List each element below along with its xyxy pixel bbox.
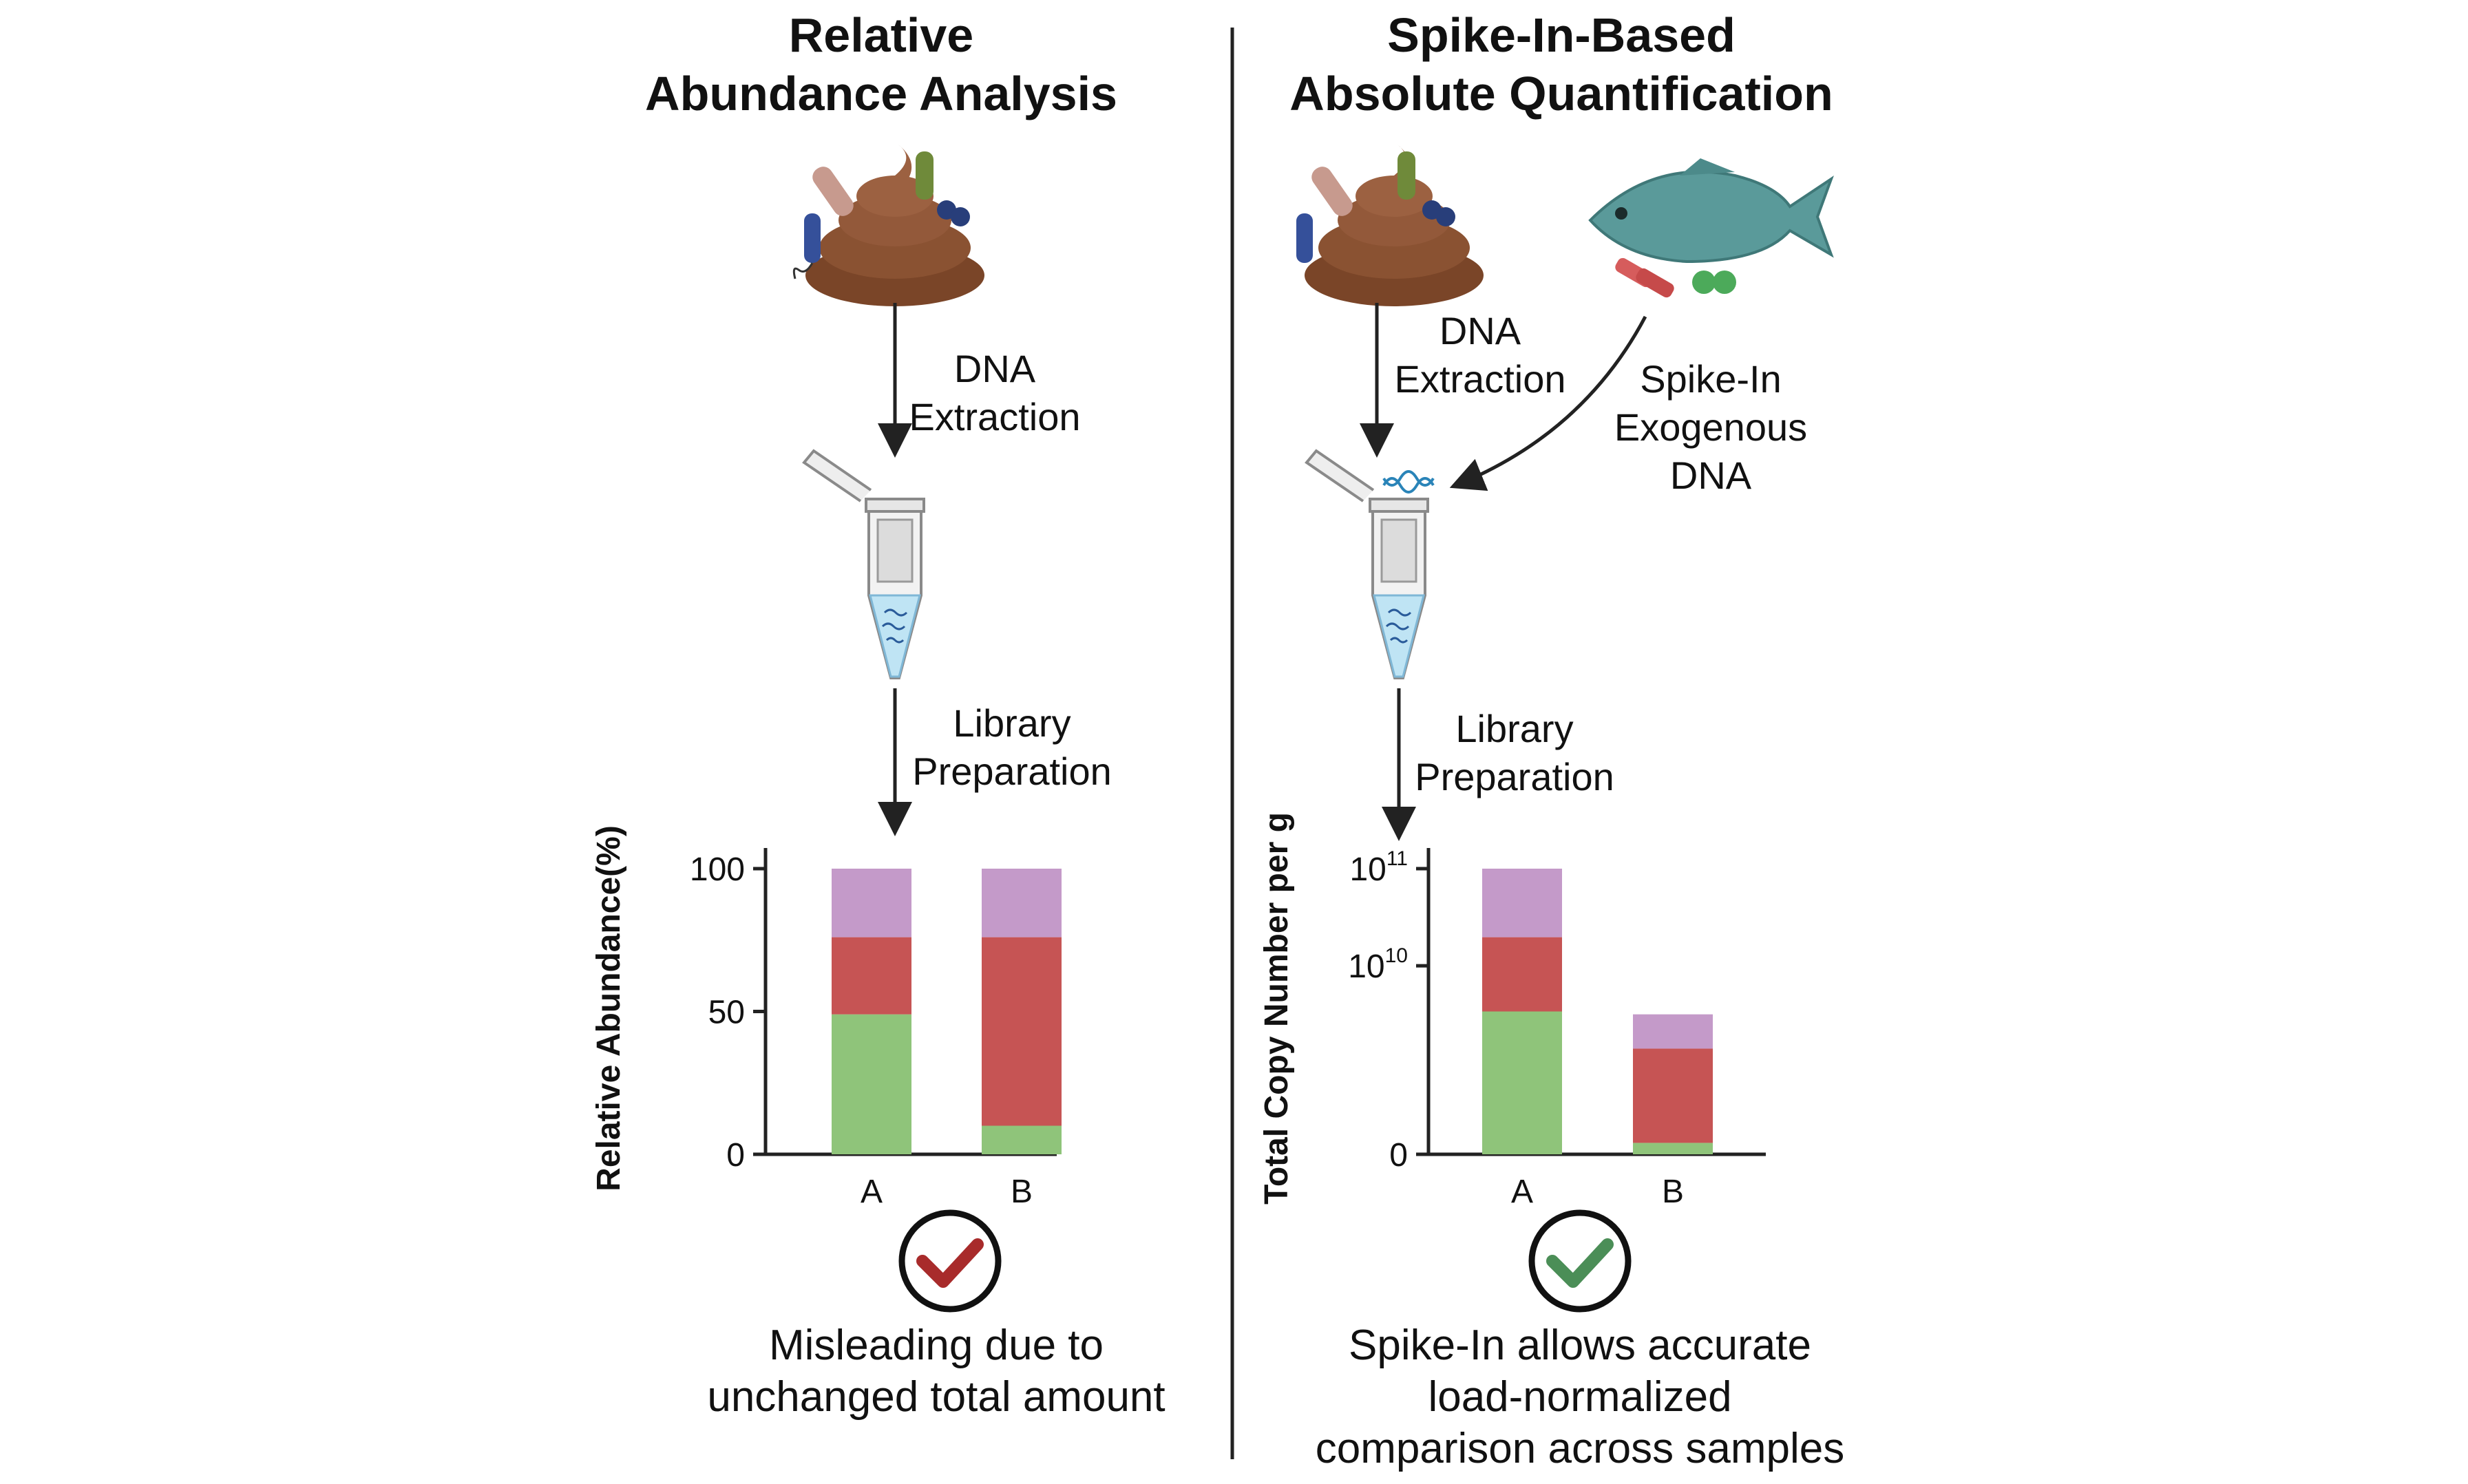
left-chart-bar-A-segment-0 (832, 1014, 911, 1154)
left-chart-bar-A-segment-1 (832, 937, 911, 1015)
fish-icon (1588, 158, 1834, 264)
right-chart-ytick-label-1: 1010 (1348, 944, 1408, 985)
left-chart-ytick-label-1: 50 (708, 995, 745, 1031)
left-chart-ytick-label-2: 100 (690, 851, 745, 888)
left-chart-xtick-B: B (1011, 1174, 1033, 1210)
right-spike-line-1: Spike-In (1640, 357, 1781, 401)
right-chart-xtick-B: B (1662, 1174, 1684, 1210)
left-chart-xtick-A: A (861, 1174, 883, 1210)
left-title-line-1: Relative (789, 8, 973, 62)
left-step2-line-2: Preparation (912, 750, 1112, 793)
right-chart-bar-B-segment-0 (1633, 1143, 1713, 1154)
left-caption-line-2: unchanged total amount (707, 1373, 1165, 1421)
right-chart-xtick-A: A (1511, 1174, 1533, 1210)
left-chart-ytick-label-0: 0 (726, 1137, 745, 1174)
left-step1-line-1: DNA (954, 347, 1036, 390)
stool-sample-icon (805, 145, 984, 306)
right-spike-line-3: DNA (1670, 454, 1752, 497)
right-chart: Total Copy Number per g A B 0 1010 1011 (1258, 812, 1766, 1210)
left-chart-bar-B-segment-0 (982, 1125, 1062, 1154)
left-chart-bar-B-segment-1 (982, 937, 1062, 1126)
right-title-line-1: Spike-In-Based (1387, 8, 1736, 62)
left-caption-line-1: Misleading due to (769, 1322, 1104, 1369)
left-title-line-2: Abundance Analysis (645, 67, 1117, 120)
right-caption-line-2: load-normalized (1428, 1373, 1731, 1421)
right-chart-ytick-label-2: 1011 (1349, 847, 1408, 888)
dna-icon (1382, 470, 1435, 494)
stool-sample-icon-right (1296, 145, 1484, 306)
right-caption-line-3: comparison across samples (1316, 1425, 1844, 1472)
bacteria-icon (792, 151, 970, 279)
microtube-icon-right (1305, 449, 1429, 679)
right-chart-ytick-label-0: 0 (1389, 1137, 1408, 1174)
right-chart-bar-A-segment-0 (1482, 1011, 1562, 1154)
right-step2-line-1: Library (1455, 707, 1573, 750)
right-chart-bar-B-segment-2 (1633, 1014, 1713, 1049)
left-chart: Relative Abundance(%) A B 0 50 100 (591, 825, 1062, 1210)
left-step2-line-1: Library (953, 701, 1070, 745)
left-chart-ylabel-line-1: Relative Abundance(%) (591, 825, 627, 1191)
right-step1-line-1: DNA (1439, 309, 1521, 352)
left-chart-bar-A-segment-2 (832, 869, 911, 937)
left-step1-line-2: Extraction (909, 395, 1081, 438)
spike-cells-icon (1615, 257, 1736, 298)
right-arrow-spike (1449, 315, 1647, 491)
right-spike-line-2: Exogenous (1614, 405, 1807, 449)
right-step1-line-2: Extraction (1395, 357, 1566, 401)
checkmark-icon-right (1528, 1209, 1632, 1313)
right-title-line-2: Absolute Quantification (1289, 67, 1833, 120)
right-chart-bar-A-segment-1 (1482, 937, 1562, 1012)
checkmark-icon (898, 1209, 1002, 1313)
right-chart-ylabel: Total Copy Number per g (1258, 812, 1295, 1205)
microtube-icon (802, 449, 925, 679)
right-chart-bar-B-segment-1 (1633, 1048, 1713, 1143)
right-caption-line-1: Spike-In allows accurate (1349, 1322, 1811, 1369)
right-chart-bar-A-segment-2 (1482, 869, 1562, 937)
right-step2-line-2: Preparation (1415, 755, 1614, 798)
left-chart-bar-B-segment-2 (982, 869, 1062, 937)
